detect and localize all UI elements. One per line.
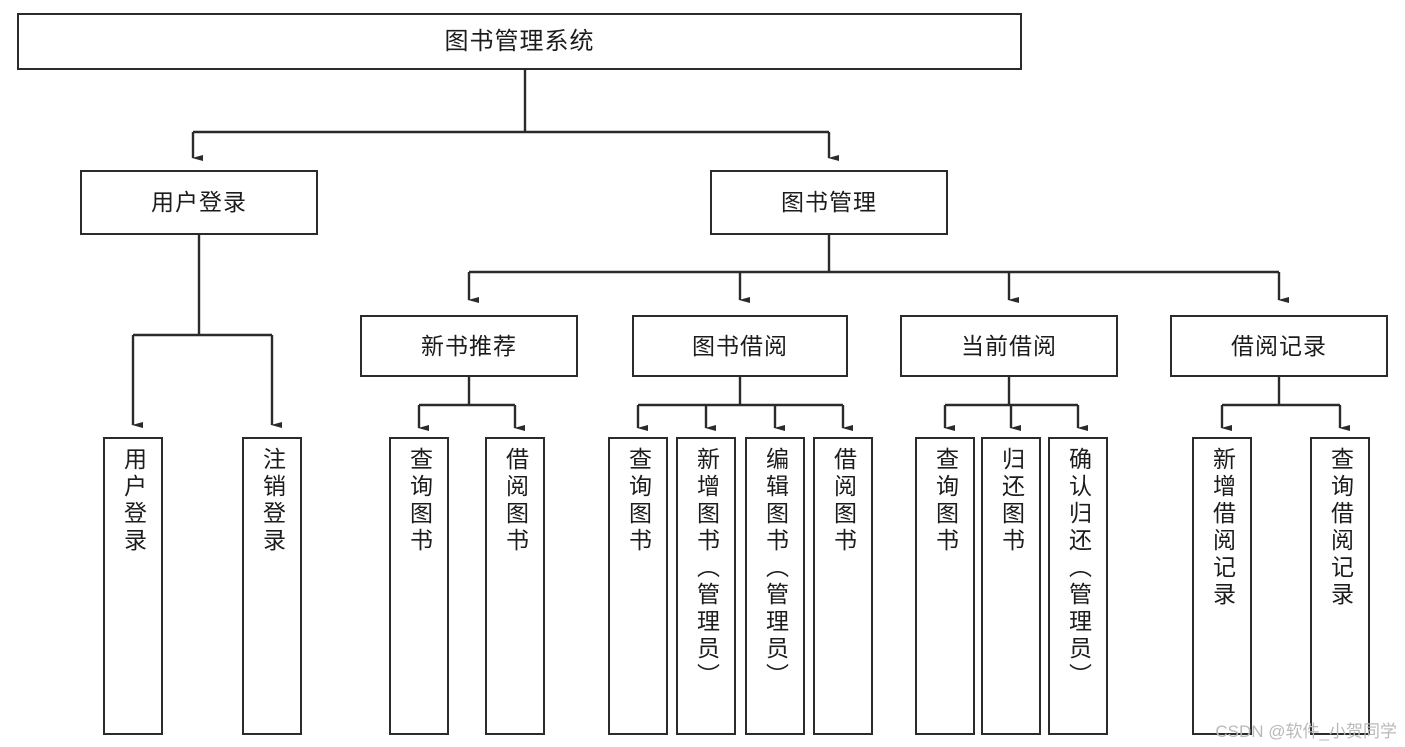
node-borrow-record[interactable]: 借阅记录 xyxy=(1170,315,1388,377)
leaf-user-login-login[interactable]: 用户登录 xyxy=(103,437,163,735)
node-label: 当前借阅 xyxy=(961,332,1057,359)
node-label: 确认归还（管理员） xyxy=(1065,447,1092,690)
leaf-new-book-query[interactable]: 查询图书 xyxy=(389,437,449,735)
leaf-book-borrow-query[interactable]: 查询图书 xyxy=(608,437,668,735)
node-label: 用户登录 xyxy=(120,447,147,555)
leaf-borrow-record-query[interactable]: 查询借阅记录 xyxy=(1310,437,1370,735)
leaf-current-borrow-query[interactable]: 查询图书 xyxy=(915,437,975,735)
node-book-borrow[interactable]: 图书借阅 xyxy=(632,315,848,377)
node-new-book-recommend[interactable]: 新书推荐 xyxy=(360,315,578,377)
node-label: 借阅图书 xyxy=(502,447,529,555)
node-current-borrow[interactable]: 当前借阅 xyxy=(900,315,1118,377)
node-label: 图书管理系统 xyxy=(444,27,595,55)
node-label: 编辑图书（管理员） xyxy=(762,447,789,690)
node-label: 借阅图书 xyxy=(830,447,857,555)
node-label: 新增借阅记录 xyxy=(1209,447,1236,609)
node-label: 新增图书（管理员） xyxy=(693,447,720,690)
leaf-new-book-borrow[interactable]: 借阅图书 xyxy=(485,437,545,735)
node-label: 借阅记录 xyxy=(1231,332,1327,359)
leaf-user-login-logout[interactable]: 注销登录 xyxy=(242,437,302,735)
leaf-book-borrow-add[interactable]: 新增图书（管理员） xyxy=(676,437,736,735)
csdn-watermark: CSDN @软件_小贺同学 xyxy=(1215,722,1397,741)
node-label: 归还图书 xyxy=(998,447,1025,555)
node-label: 查询图书 xyxy=(406,447,433,555)
node-label: 图书管理 xyxy=(781,189,877,216)
node-book-management[interactable]: 图书管理 xyxy=(710,170,948,235)
node-label: 新书推荐 xyxy=(421,332,517,359)
node-label: 查询图书 xyxy=(625,447,652,555)
node-label: 注销登录 xyxy=(259,447,286,555)
node-user-login[interactable]: 用户登录 xyxy=(80,170,318,235)
node-label: 用户登录 xyxy=(151,189,247,216)
node-label: 查询借阅记录 xyxy=(1327,447,1354,609)
node-root-system[interactable]: 图书管理系统 xyxy=(17,13,1022,70)
node-label: 查询图书 xyxy=(932,447,959,555)
leaf-current-borrow-return[interactable]: 归还图书 xyxy=(981,437,1041,735)
leaf-current-borrow-confirm-return[interactable]: 确认归还（管理员） xyxy=(1048,437,1108,735)
node-label: 图书借阅 xyxy=(692,332,788,359)
leaf-borrow-record-add[interactable]: 新增借阅记录 xyxy=(1192,437,1252,735)
leaf-book-borrow-lend[interactable]: 借阅图书 xyxy=(813,437,873,735)
leaf-book-borrow-edit[interactable]: 编辑图书（管理员） xyxy=(745,437,805,735)
